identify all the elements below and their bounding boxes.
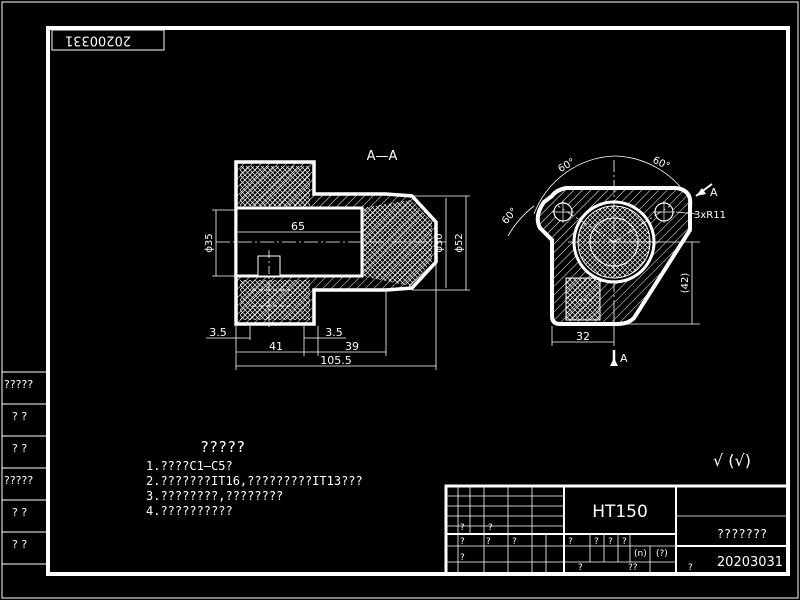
dim-105-5: 105.5 [320,354,352,367]
title-block-label: ? [608,537,613,547]
dim-phi52: ϕ52 [454,233,465,252]
dim-42: (42) [680,273,691,294]
title-block-label: ? [460,523,465,533]
title-block-label: (n) [634,549,647,559]
section-label: A—A [367,149,398,164]
title-block-label: ? [460,553,465,563]
section-arrow-head [696,188,706,196]
left-strip-label: ????? [4,378,33,391]
side-view: 60° 60° 60° A 3xR11 (42) 32 A [500,155,726,366]
left-strip-label: ????? [4,474,33,487]
title-block-label: (?) [656,549,668,559]
flange-top-region [240,166,310,206]
angle-60-side: 60° [500,206,520,227]
dim-39: 39 [345,340,359,353]
title-block-label: ? [488,523,493,533]
title-block-label: ? [486,537,491,547]
tech-line: 3.????????,???????? [146,489,283,503]
dim-phi35: ϕ35 [204,233,215,252]
cone-end-region [362,200,432,286]
radius-note: 3xR11 [694,210,726,221]
tech-heading: ????? [200,438,245,456]
drawing-number: 20203031 [717,555,783,570]
title-block-label: ? [622,537,627,547]
title-block-label: ? [594,537,599,547]
section-arrow-label-bottom: A [620,352,628,365]
inner-frame [46,26,790,576]
title-block-label: ? [688,563,693,573]
dim-phi30: ϕ30 [434,233,445,252]
title-block-label: ?? [628,563,638,573]
technical-requirements: ????? 1.????C1—C5? 2.???????IT16,???????… [146,438,363,518]
tech-line: 2.???????IT16,?????????IT13??? [146,474,363,488]
title-block-frame [444,484,790,576]
dim-32: 32 [576,330,590,343]
dim-41: 41 [269,340,283,353]
flange-bottom-region [240,280,310,320]
title-block-label: ? [568,537,573,547]
part-name: ??????? [717,527,768,541]
left-strip-label: ? ? [12,506,27,519]
angle-arc [533,155,615,215]
left-strip-label: ? ? [12,410,27,423]
foot-region [565,277,601,321]
left-margin-strip: ????? ? ? ? ? ????? ? ? ? ? [2,371,48,565]
tech-line: 1.????C1—C5? [146,459,233,473]
dim-3-5-right: 3.5 [325,326,343,339]
radial-centerline [613,205,671,243]
left-strip-label: ? ? [12,442,27,455]
tech-line: 4.?????????? [146,504,233,518]
dim-3-5-left: 3.5 [209,326,227,339]
angle-arc [507,205,535,237]
left-strip-label: ? ? [12,538,27,551]
section-view-a-a: A—A ϕ35 65 ϕ30 ϕ52 [204,149,470,370]
leader-line [675,211,697,215]
roughness-symbol: √ (√) [713,451,751,470]
stamp-text: 20200331 [65,33,131,48]
title-block: HT150 ??????? 20203031 ? ? ? ? ? ? ? ? ?… [444,484,790,576]
material-text: HT150 [592,502,648,522]
section-arrow-head [610,358,618,366]
title-block-label: ? [460,537,465,547]
title-block-label: ? [578,563,583,573]
title-block-label: ? [512,537,517,547]
drawing-stamp: 20200331 [51,29,165,51]
angle-arc [613,155,693,205]
dim-65: 65 [291,220,305,233]
roughness-text: √ (√) [713,451,751,470]
section-arrow-label-top: A [710,186,718,199]
radial-centerline [557,205,615,243]
